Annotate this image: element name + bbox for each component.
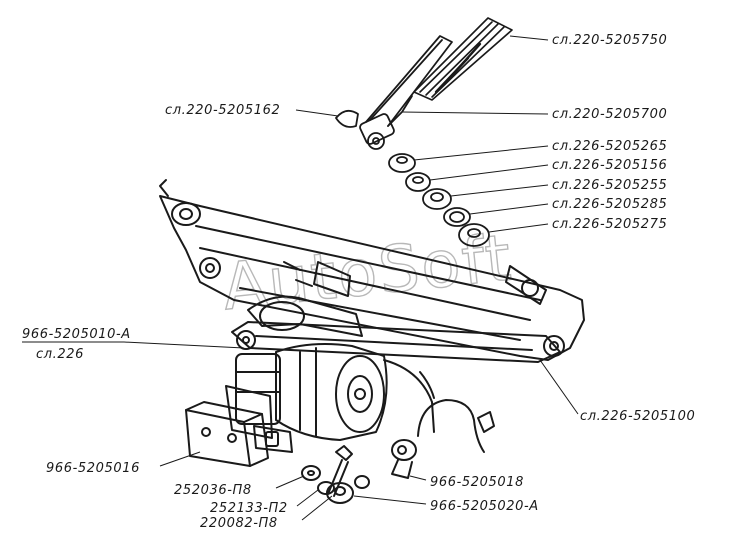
wiper-arm <box>359 35 453 150</box>
label-nut: сл.226-5205265 <box>552 139 667 154</box>
label-bolt: 252036-П8 <box>174 483 252 498</box>
label-motor-bottom: сл.226 <box>36 347 84 362</box>
label-plain-washer: 220082-П8 <box>200 516 278 531</box>
spindle-hardware <box>388 153 490 247</box>
leader-lines <box>22 35 579 521</box>
label-bracket: 966-5205016 <box>46 461 140 476</box>
label-spring-washer: 252133-П2 <box>210 501 288 516</box>
arm-cap <box>335 109 359 128</box>
label-connector: 966-5205020-А <box>430 499 539 514</box>
label-washer-1: сл.226-5205156 <box>552 158 667 173</box>
fasteners <box>301 445 370 504</box>
label-seal: сл.226-5205275 <box>552 217 667 232</box>
label-wiper-arm: сл.220-5205700 <box>552 107 667 122</box>
motor-cable <box>391 399 495 479</box>
label-motor-top: 966-5205010-А <box>22 327 131 342</box>
wiper-blade <box>413 17 513 101</box>
label-grommet: 966-5205018 <box>430 475 524 490</box>
label-linkage: сл.226-5205100 <box>580 409 695 424</box>
linkage-frame <box>159 179 585 361</box>
label-wiper-blade: сл.220-5205750 <box>552 33 667 48</box>
label-bushing: сл.226-5205255 <box>552 178 667 193</box>
label-washer-2: сл.226-5205285 <box>552 197 667 212</box>
crank-arm <box>231 321 561 363</box>
part-labels: сл.220-5205750 сл.220-5205700 сл.220-520… <box>22 33 695 531</box>
label-arm-cap: сл.220-5205162 <box>165 103 280 118</box>
mounting-bracket <box>185 385 293 467</box>
